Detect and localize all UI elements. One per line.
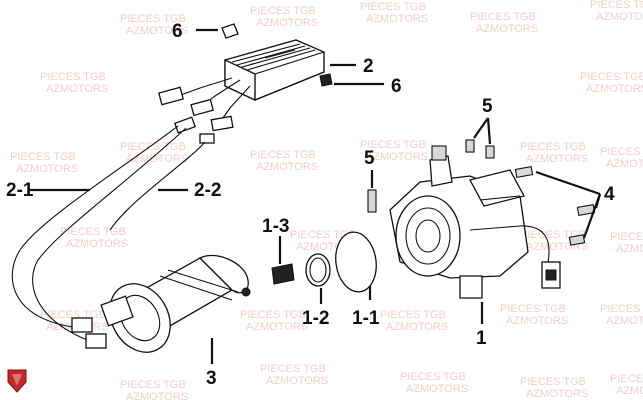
watermark-line1: PIECES TGB bbox=[250, 5, 316, 17]
watermark-line1: PIECES TGB bbox=[60, 226, 126, 238]
label-washer: 1-2 bbox=[302, 308, 329, 329]
label-steering-unit: 1 bbox=[476, 328, 487, 349]
watermark-line1: PIECES TGB bbox=[380, 309, 446, 321]
watermark-line1: PIECES TGB bbox=[290, 229, 356, 241]
wiring-harness-part bbox=[11, 125, 206, 349]
watermark-line2: AZMOTORS bbox=[126, 153, 188, 165]
watermark-line1: PIECES TGB bbox=[260, 363, 326, 375]
watermark-line2: AZMOTORS bbox=[46, 83, 108, 95]
watermark-line1: PIECES TGB bbox=[10, 151, 76, 163]
watermark-line2: AZMOTORS bbox=[16, 163, 78, 175]
label-screws: 4 bbox=[604, 184, 615, 205]
leader-lines bbox=[28, 28, 602, 364]
watermark-line2: AZMOTORS bbox=[526, 388, 588, 400]
watermark-line2: AZMOTORS bbox=[246, 321, 308, 333]
small-parts bbox=[271, 231, 377, 293]
motor-part bbox=[100, 254, 251, 353]
watermark-line1: PIECES TGB bbox=[610, 373, 643, 385]
control-unit-part bbox=[158, 23, 333, 144]
shield-logo-icon bbox=[7, 369, 27, 393]
callout-labels: 6 2 6 5 5 2-1 2-2 4 1-3 1-2 1-1 1 3 bbox=[6, 21, 615, 389]
watermark-line1: PIECES TGB bbox=[520, 141, 586, 153]
watermark-line2: AZMOTORS bbox=[386, 321, 448, 333]
watermark-line2: AZMOTORS bbox=[586, 83, 643, 95]
watermark-line2: AZMOTORS bbox=[406, 383, 468, 395]
watermark-line2: AZMOTORS bbox=[526, 153, 588, 165]
watermark-line1: PIECES TGB bbox=[250, 149, 316, 161]
watermark-line1: PIECES TGB bbox=[470, 11, 536, 23]
watermark-line1: PIECES TGB bbox=[600, 146, 643, 158]
watermark-line1: PIECES TGB bbox=[360, 139, 426, 151]
watermark-line1: PIECES TGB bbox=[600, 303, 643, 315]
label-bolt-upper: 5 bbox=[482, 96, 493, 117]
watermark-line2: AZMOTORS bbox=[256, 161, 318, 173]
label-connector: 1-3 bbox=[262, 216, 289, 237]
label-o-ring: 1-1 bbox=[352, 308, 380, 329]
watermark-line2: AZMOTORS bbox=[506, 315, 568, 327]
label-bolt-lower: 5 bbox=[364, 148, 375, 169]
watermark-line1: PIECES TGB bbox=[120, 379, 186, 391]
watermark-line1: PIECES TGB bbox=[40, 71, 106, 83]
watermark-line2: AZMOTORS bbox=[366, 151, 428, 163]
watermark-line2: AZMOTORS bbox=[266, 375, 328, 387]
watermark-line2: AZMOTORS bbox=[606, 158, 643, 170]
label-harness-a: 2-1 bbox=[6, 180, 34, 201]
watermark-line2: AZMOTORS bbox=[126, 391, 188, 400]
label-control-unit: 2 bbox=[363, 56, 374, 77]
watermark-line2: AZMOTORS bbox=[66, 238, 128, 250]
watermark-line1: PIECES TGB bbox=[500, 303, 566, 315]
watermark-line2: AZMOTORS bbox=[476, 23, 538, 35]
watermark-line1: PIECES TGB bbox=[120, 13, 186, 25]
steering-unit-part bbox=[389, 145, 561, 299]
watermark-line2: AZMOTORS bbox=[616, 243, 643, 255]
watermark-line2: AZMOTORS bbox=[596, 11, 643, 23]
watermark-line1: PIECES TGB bbox=[360, 1, 426, 13]
watermark-line2: AZMOTORS bbox=[256, 17, 318, 29]
watermark-line1: PIECES TGB bbox=[120, 141, 186, 153]
watermark-line2: AZMOTORS bbox=[366, 13, 428, 25]
fasteners bbox=[367, 139, 596, 246]
watermark-line2: AZMOTORS bbox=[616, 385, 643, 397]
watermark-line1: PIECES TGB bbox=[240, 309, 306, 321]
watermark-line1: PIECES TGB bbox=[400, 371, 466, 383]
watermark-line2: AZMOTORS bbox=[606, 315, 643, 327]
label-motor: 3 bbox=[206, 368, 217, 389]
watermark-line1: PIECES TGB bbox=[610, 231, 643, 243]
watermark-line1: PIECES TGB bbox=[580, 71, 643, 83]
watermark-line1: PIECES TGB bbox=[520, 376, 586, 388]
label-nut-side: 6 bbox=[391, 76, 402, 97]
watermark-line1: PIECES TGB bbox=[590, 0, 643, 11]
label-harness-b: 2-2 bbox=[194, 180, 221, 201]
label-nut-top: 6 bbox=[172, 21, 183, 42]
watermark-line2: AZMOTORS bbox=[126, 25, 188, 37]
